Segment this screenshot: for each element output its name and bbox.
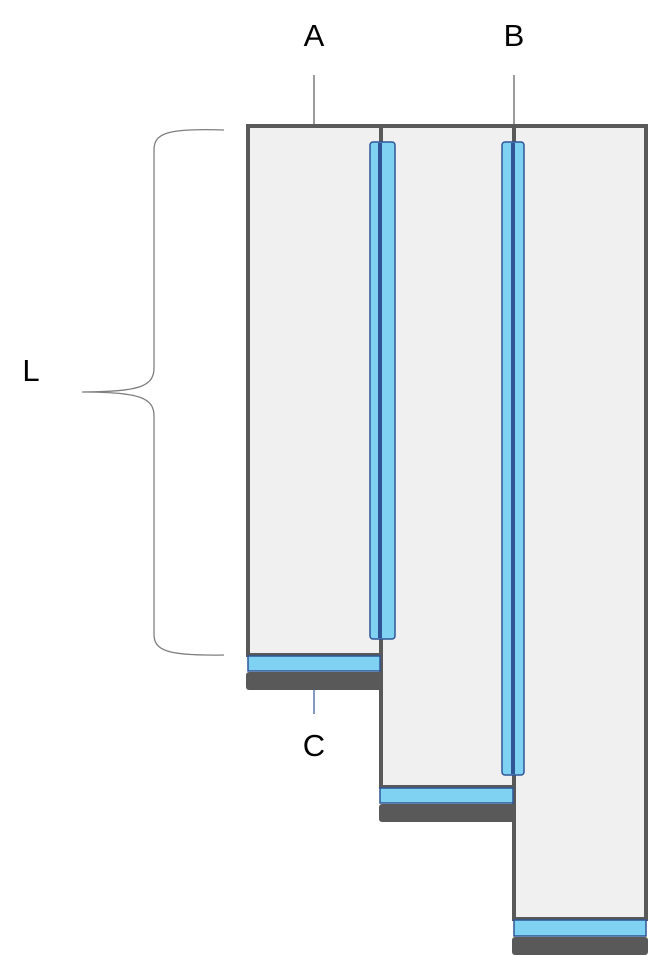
bottom-strip-1 [247, 655, 381, 672]
panel-1 [246, 124, 383, 657]
bottom-strip-3 [513, 919, 647, 937]
base-bar-1 [246, 672, 382, 690]
label-a: A [304, 18, 325, 53]
label-c: C [303, 728, 325, 763]
panel-2 [379, 124, 516, 789]
vertical-strip-1 [369, 141, 396, 640]
base-bar-3 [512, 937, 648, 955]
label-b: B [504, 18, 525, 53]
base-bar-2 [379, 804, 515, 822]
label-l: L [22, 353, 39, 388]
length-brace [81, 128, 225, 656]
panel-3 [512, 124, 648, 921]
bottom-strip-2 [379, 787, 514, 804]
